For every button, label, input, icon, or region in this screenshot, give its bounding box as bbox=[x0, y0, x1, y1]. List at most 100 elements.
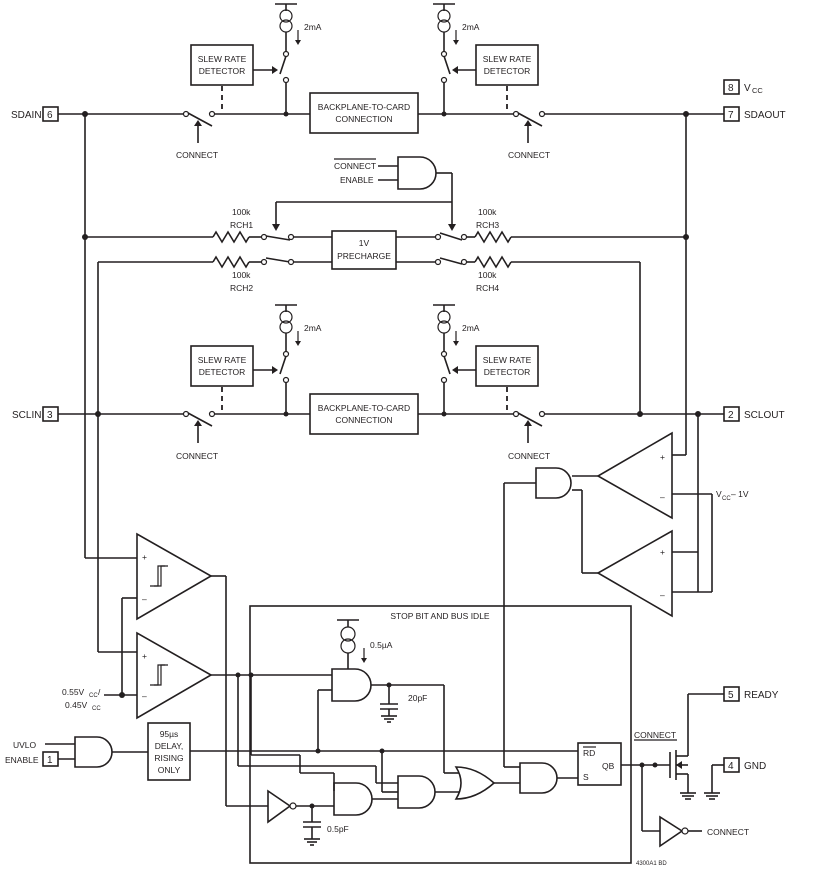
flip-flop: RD S QB bbox=[577, 742, 670, 786]
scl-left-slew-detector: SLEW RATE DETECTOR bbox=[190, 345, 278, 410]
and-gate-20pf: 20pF bbox=[317, 668, 460, 774]
vcc-minus-1v-label: V bbox=[716, 489, 722, 499]
scl-left-2ma: 2mA bbox=[304, 323, 322, 333]
rc-upper-plus: + bbox=[660, 452, 665, 462]
rch4-value: 100k bbox=[478, 270, 497, 280]
rch2-label: RCH2 bbox=[230, 283, 253, 293]
sclin-number: 3 bbox=[47, 410, 53, 421]
and-gate-4 bbox=[519, 762, 578, 794]
precharge-line2: PRECHARGE bbox=[337, 251, 391, 261]
sclout-pin: 2 SCLOUT bbox=[723, 406, 785, 422]
sdaout-pin: 7 SDAOUT bbox=[723, 106, 786, 122]
scl-bus bbox=[58, 411, 724, 417]
scl-right-2ma: 2mA bbox=[462, 323, 480, 333]
scl-left-slew-line2: DETECTOR bbox=[199, 367, 246, 377]
precharge-block: 1V PRECHARGE 100k bbox=[82, 207, 689, 652]
cap-20pf-label: 20pF bbox=[408, 693, 427, 703]
or-gate bbox=[454, 766, 520, 800]
current-05ua-label: 0.5µA bbox=[370, 640, 393, 650]
delay-line1: 95µs bbox=[160, 729, 179, 739]
rch1-value: 100k bbox=[232, 207, 251, 217]
figure-id: 4300A1 BD bbox=[636, 861, 667, 867]
threshold-label-2: 0.45V bbox=[65, 700, 88, 710]
rc-lower-minus: – bbox=[660, 590, 665, 600]
sda-left-connect-label: CONNECT bbox=[176, 150, 218, 160]
connect-output-inverter: CONNECT bbox=[641, 765, 749, 848]
lc-upper-plus: + bbox=[142, 552, 147, 562]
scl-right-slew-detector: SLEW RATE DETECTOR bbox=[452, 345, 539, 410]
sda-right-slew-line2: DETECTOR bbox=[484, 66, 531, 76]
stop-bit-title: STOP BIT AND BUS IDLE bbox=[390, 611, 490, 621]
vcc-number: 8 bbox=[728, 83, 734, 94]
lc-lower-minus: – bbox=[142, 691, 147, 701]
sda-backplane-line2: CONNECTION bbox=[335, 114, 392, 124]
current-source-05ua: 0.5µA bbox=[337, 619, 393, 669]
sda-left-slew-line2: DETECTOR bbox=[199, 66, 246, 76]
sda-left-2ma: 2mA bbox=[304, 22, 322, 32]
and-gate-inverter bbox=[333, 773, 398, 816]
left-comparator-lower: + – bbox=[98, 598, 332, 720]
scl-right-connect-label: CONNECT bbox=[508, 451, 550, 461]
vcc-label-sub: CC bbox=[752, 86, 763, 95]
enable-pin-label: ENABLE bbox=[5, 755, 39, 765]
sda-right-connect-label: CONNECT bbox=[508, 150, 550, 160]
connect-bar-label-2: CONNECT bbox=[634, 730, 676, 740]
stop-bit-box: STOP BIT AND BUS IDLE bbox=[249, 605, 632, 864]
scl-right-switch: CONNECT bbox=[508, 410, 550, 461]
ff-qb-label: QB bbox=[602, 761, 615, 771]
scl-left-switch: CONNECT bbox=[176, 410, 218, 461]
sda-right-switch: CONNECT bbox=[508, 110, 550, 160]
scl-backplane-line1: BACKPLANE-TO-CARD bbox=[318, 403, 410, 413]
vcc-minus-1v-rest: – 1V bbox=[731, 489, 749, 499]
precharge-line1: 1V bbox=[359, 238, 370, 248]
scl-right-current-source: 2mA bbox=[433, 304, 480, 417]
vcc-minus-1v-sub: CC bbox=[722, 496, 731, 502]
sda-left-slew-detector: SLEW RATE DETECTOR bbox=[190, 44, 278, 110]
sdain-pin: SDAIN 6 bbox=[11, 106, 59, 122]
scl-backplane-line2: CONNECTION bbox=[335, 415, 392, 425]
right-comparator-upper: + – bbox=[572, 414, 712, 592]
sclout-label: SCLOUT bbox=[744, 410, 785, 421]
rch3-label: RCH3 bbox=[476, 220, 499, 230]
connect-bar-label: CONNECT bbox=[334, 161, 376, 171]
rch2-value: 100k bbox=[232, 270, 251, 280]
rch3-value: 100k bbox=[478, 207, 497, 217]
sclin-pin: SCLIN 3 bbox=[12, 406, 59, 422]
ready-label: READY bbox=[744, 690, 779, 701]
rch4-label: RCH4 bbox=[476, 283, 499, 293]
scl-left-connect-label: CONNECT bbox=[176, 451, 218, 461]
delay-line4: ONLY bbox=[158, 765, 181, 775]
sdaout-number: 7 bbox=[728, 110, 734, 121]
sdain-number: 6 bbox=[47, 110, 53, 121]
ready-transistor: CONNECT 5 READY bbox=[634, 686, 779, 800]
ff-rd-label: RD bbox=[583, 748, 595, 758]
sda-backplane-box: BACKPLANE-TO-CARD CONNECTION bbox=[309, 92, 419, 134]
sda-right-2ma: 2mA bbox=[462, 22, 480, 32]
sda-right-current-source: 2mA bbox=[433, 3, 480, 117]
gnd-label: GND bbox=[744, 761, 766, 772]
and-gate-3 bbox=[379, 748, 460, 809]
rc-lower-plus: + bbox=[660, 547, 665, 557]
vcc-label: V bbox=[744, 83, 751, 94]
sclin-label: SCLIN bbox=[12, 410, 41, 421]
sda-backplane-line1: BACKPLANE-TO-CARD bbox=[318, 102, 410, 112]
scl-left-current-source: 2mA bbox=[275, 304, 322, 417]
right-comparator-lower: + – bbox=[572, 489, 713, 618]
connect-enable-and: CONNECT ENABLE bbox=[272, 156, 456, 231]
sda-left-switch: CONNECT bbox=[176, 110, 218, 160]
enable-label: ENABLE bbox=[340, 175, 374, 185]
scl-left-slew-line1: SLEW RATE bbox=[198, 355, 247, 365]
gnd-pin: 4 GND bbox=[704, 757, 766, 800]
scl-backplane-box: BACKPLANE-TO-CARD CONNECTION bbox=[309, 393, 419, 435]
scl-right-slew-line1: SLEW RATE bbox=[483, 355, 532, 365]
threshold-label-1-slash: / bbox=[98, 687, 101, 697]
sdain-label: SDAIN bbox=[11, 110, 42, 121]
vcc-pin: 8 V CC bbox=[723, 79, 763, 95]
uvlo-and-gate: UVLO ENABLE 1 bbox=[5, 736, 148, 768]
sda-right-slew-line1: SLEW RATE bbox=[483, 54, 532, 64]
cap-05pf-label: 0.5pF bbox=[327, 824, 349, 834]
left-comparator-upper: + – bbox=[85, 532, 268, 807]
threshold-label-1: 0.55V bbox=[62, 687, 85, 697]
